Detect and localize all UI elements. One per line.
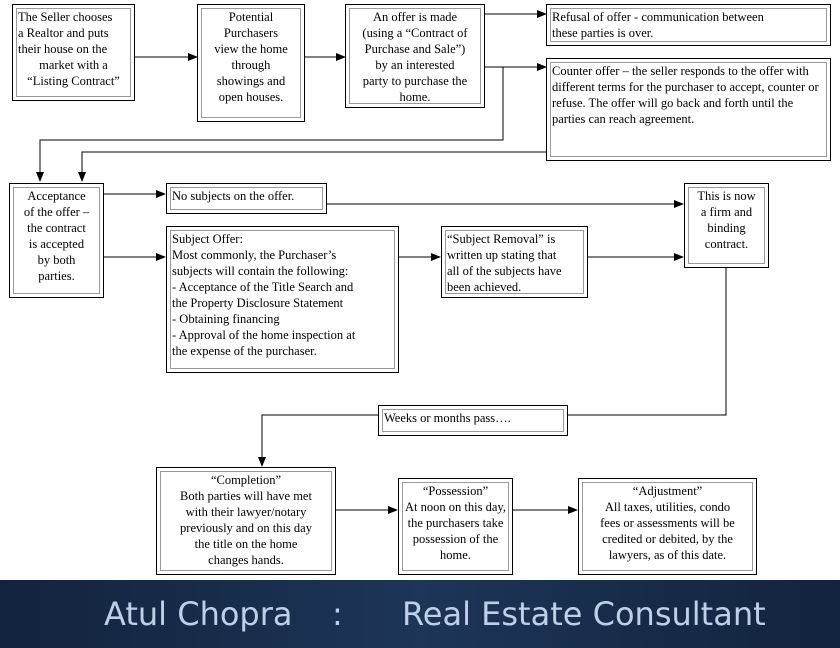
adjustment-box: “Adjustment” All taxes, utilities, condo… xyxy=(578,478,757,575)
firm-line-3: binding xyxy=(707,221,746,235)
completion-line-2: Both parties will have met xyxy=(180,489,312,503)
footer-caption: Atul Chopra : Real Estate Consultant xyxy=(0,592,840,636)
footer-separator: : xyxy=(332,595,343,633)
acceptance-line-6: parties. xyxy=(38,269,75,283)
real-estate-process-flowchart: The Seller chooses a Realtor and puts th… xyxy=(9,4,831,575)
adjustment-line-3: fees or assessments will be xyxy=(600,516,735,530)
purchasers-line-4: through xyxy=(231,58,271,72)
subject-removal-box: “Subject Removal” is written up stating … xyxy=(441,226,588,298)
completion-line-3: with their lawyer/notary xyxy=(185,505,307,519)
purchasers-line-5: showings and xyxy=(216,74,286,88)
offer-line-3: Purchase and Sale”) xyxy=(364,42,466,56)
acceptance-line-2: of the offer – xyxy=(23,205,90,219)
completion-box: “Completion” Both parties will have met … xyxy=(156,467,336,575)
weeks-pass-box: Weeks or months pass…. xyxy=(378,405,568,436)
acceptance-line-5: by both xyxy=(37,253,76,267)
subject-removal-line-2: written up stating that xyxy=(447,248,557,262)
offer-made-box: An offer is made (using a “Contract of P… xyxy=(345,4,485,108)
adjustment-line-1: “Adjustment” xyxy=(632,484,703,498)
purchasers-line-1: Potential xyxy=(228,10,274,24)
offer-made-text: An offer is made (using a “Contract of P… xyxy=(349,8,481,104)
possession-line-3: the purchasers take xyxy=(407,516,504,530)
seller-line-1: The Seller chooses xyxy=(18,10,113,24)
counter-offer-text: Counter offer – the seller responds to t… xyxy=(550,62,827,157)
acceptance-line-3: the contract xyxy=(27,221,86,235)
completion-line-6: changes hands. xyxy=(208,553,284,567)
firm-line-4: contract. xyxy=(704,237,749,251)
seller-line-2: a Realtor and puts xyxy=(18,26,109,40)
possession-line-1: “Possession” xyxy=(422,484,489,498)
purchasers-line-6: open houses. xyxy=(218,90,284,104)
subject-removal-text: “Subject Removal” is written up stating … xyxy=(445,230,584,294)
completion-line-5: the title on the home xyxy=(194,537,298,551)
purchasers-line-3: view the home xyxy=(214,42,288,56)
seller-line-3: their house on the xyxy=(18,42,108,56)
refusal-of-offer-box: Refusal of offer - communication between… xyxy=(546,4,831,46)
adjustment-text: “Adjustment” All taxes, utilities, condo… xyxy=(582,482,753,571)
refusal-of-offer-text: Refusal of offer - communication between… xyxy=(550,8,827,42)
subject-removal-line-3: all of the subjects have xyxy=(447,264,562,278)
subject-offer-line-3: subjects will contain the following: xyxy=(172,264,349,278)
adjustment-line-5: lawyers, as of this date. xyxy=(608,548,727,562)
possession-line-5: home. xyxy=(440,548,471,562)
acceptance-text: Acceptance of the offer – the contract i… xyxy=(13,187,100,294)
subject-offer-box: Subject Offer: Most commonly, the Purcha… xyxy=(166,226,399,373)
adjustment-line-4: credited or debited, by the xyxy=(602,532,733,546)
firm-line-2: a firm and xyxy=(700,205,753,219)
subject-offer-line-1: Subject Offer: xyxy=(172,232,243,246)
consultant-title: Real Estate Consultant xyxy=(402,595,766,633)
subject-offer-line-8: the expense of the purchaser. xyxy=(172,344,317,358)
acceptance-line-1: Acceptance xyxy=(27,189,86,203)
weeks-line-1: Weeks or months pass…. xyxy=(384,411,511,425)
subject-removal-line-4: been achieved. xyxy=(447,280,522,294)
offer-line-1: An offer is made xyxy=(372,10,458,24)
arrow-counter-to-acceptance xyxy=(78,151,546,182)
no-subjects-text: No subjects on the offer. xyxy=(170,187,323,210)
possession-line-2: At noon on this day, xyxy=(405,500,506,514)
seller-line-4: market with a xyxy=(39,58,108,72)
no-subjects-box: No subjects on the offer. xyxy=(166,183,327,214)
subject-offer-line-7: - Approval of the home inspection at xyxy=(172,328,356,342)
seller-line-5: “Listing Contract” xyxy=(27,74,120,88)
refusal-line-1: Refusal of offer - communication between xyxy=(552,10,764,24)
adjustment-line-2: All taxes, utilities, condo xyxy=(604,500,731,514)
offer-line-2: (using a “Contract of xyxy=(362,26,468,40)
subject-offer-line-6: - Obtaining financing xyxy=(172,312,280,326)
subject-offer-line-4: - Acceptance of the Title Search and xyxy=(172,280,354,294)
refusal-line-2: these parties is over. xyxy=(552,26,654,40)
firm-contract-text: This is now a firm and binding contract. xyxy=(688,187,765,264)
potential-purchasers-box: Potential Purchasers view the home throu… xyxy=(197,4,305,122)
offer-line-5: party to purchase the xyxy=(362,74,468,88)
firm-line-1: This is now xyxy=(697,189,756,203)
possession-text: “Possession” At noon on this day, the pu… xyxy=(402,482,509,571)
footer-banner: Atul Chopra : Real Estate Consultant xyxy=(0,580,840,648)
subject-offer-line-2: Most commonly, the Purchaser’s xyxy=(172,248,337,262)
offer-line-6: home. xyxy=(399,90,431,104)
counter-offer-box: Counter offer – the seller responds to t… xyxy=(546,58,831,161)
completion-line-4: previously and on this day xyxy=(180,521,312,535)
subject-removal-line-1: “Subject Removal” is xyxy=(447,232,556,246)
seller-listing-text: The Seller chooses a Realtor and puts th… xyxy=(16,8,131,97)
consultant-name: Atul Chopra xyxy=(104,595,293,633)
possession-line-4: possession of the xyxy=(412,532,499,546)
possession-box: “Possession” At noon on this day, the pu… xyxy=(398,478,513,575)
subject-offer-text: Subject Offer: Most commonly, the Purcha… xyxy=(170,230,395,369)
offer-line-4: by an interested xyxy=(375,58,455,72)
acceptance-box: Acceptance of the offer – the contract i… xyxy=(9,183,104,298)
completion-line-1: “Completion” xyxy=(210,473,282,487)
subject-offer-line-5: the Property Disclosure Statement xyxy=(172,296,344,310)
potential-purchasers-text: Potential Purchasers view the home throu… xyxy=(201,8,301,118)
firm-contract-box: This is now a firm and binding contract. xyxy=(684,183,769,268)
completion-text: “Completion” Both parties will have met … xyxy=(160,471,332,571)
no-subjects-line-1: No subjects on the offer. xyxy=(172,189,295,203)
acceptance-line-4: is accepted xyxy=(28,237,85,251)
purchasers-line-2: Purchasers xyxy=(223,26,279,40)
seller-listing-box: The Seller chooses a Realtor and puts th… xyxy=(12,4,135,101)
weeks-pass-text: Weeks or months pass…. xyxy=(382,409,564,432)
